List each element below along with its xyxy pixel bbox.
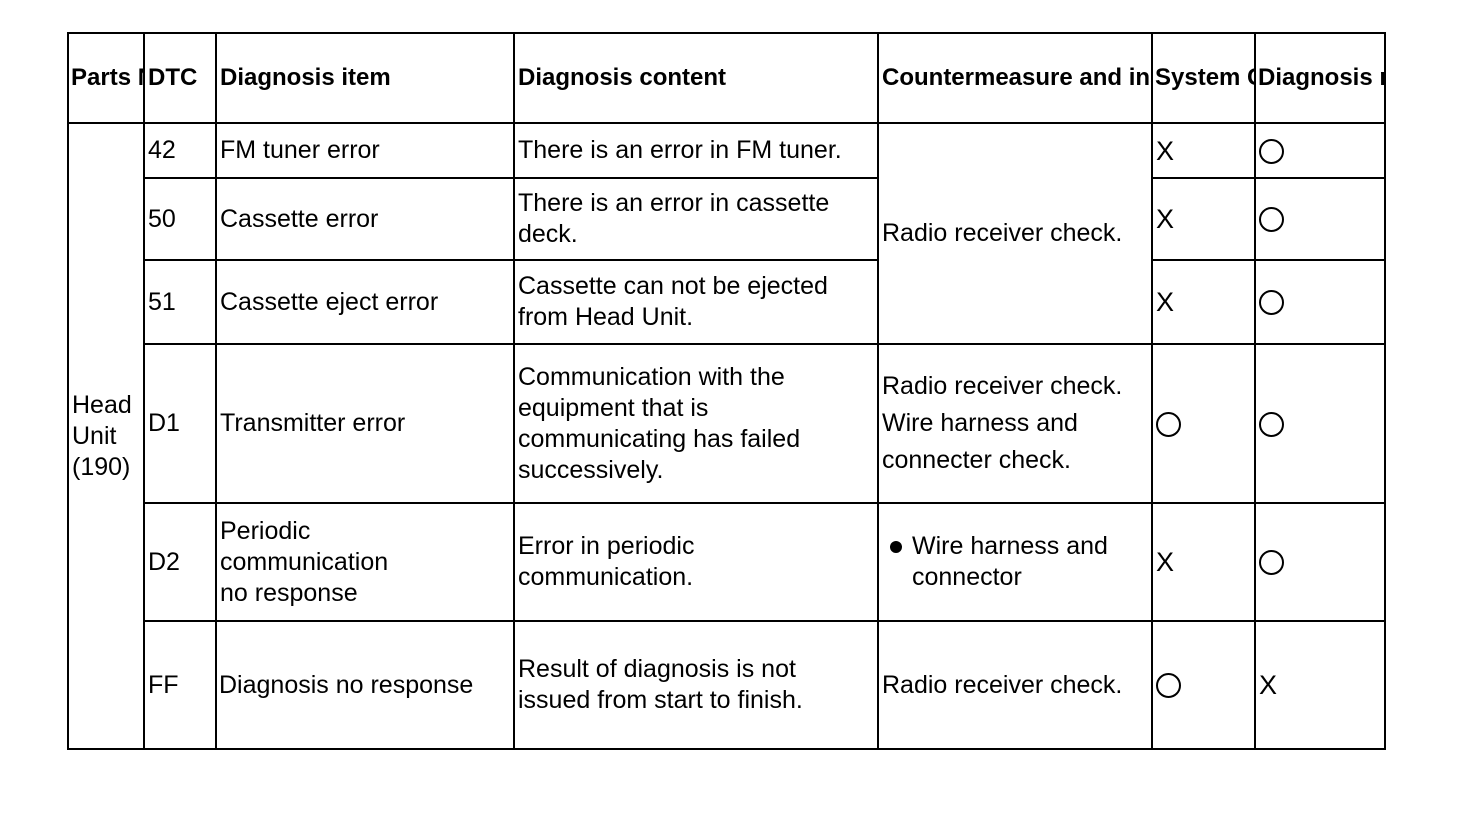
part-name-cell: Head Unit (190): [67, 122, 145, 750]
circle-mark-icon: [1259, 550, 1284, 576]
table-row: 51 Cassette eject error Cassette can not…: [68, 259, 1386, 345]
dtc-cell: D1: [143, 343, 217, 504]
diagnosis-item-cell: Cassette eject error: [215, 259, 515, 345]
table-row: 50 Cassette error There is an error in c…: [68, 177, 1386, 261]
circle-mark-icon: [1259, 290, 1284, 316]
diagnosis-memory-cell: [1254, 122, 1386, 179]
x-mark: X: [1259, 670, 1278, 701]
diagnosis-memory-cell: [1254, 502, 1386, 622]
header-diagnosis-item: Diagnosis item: [215, 32, 515, 124]
circle-mark-icon: [1156, 411, 1181, 437]
dtc-cell: 50: [143, 177, 217, 261]
table-row: FF Diagnosis no response Result of diagn…: [68, 620, 1386, 750]
diagnosis-content-cell: There is an error in FM tuner.: [513, 122, 879, 179]
diagnosis-memory-cell: [1254, 259, 1386, 345]
dtc-cell: FF: [143, 620, 217, 750]
diagnosis-memory-cell: X: [1254, 620, 1386, 750]
header-dtc: DTC: [143, 32, 217, 124]
countermeasure-text: Wire harness and connector: [912, 532, 1108, 591]
bullet-dot-icon: [890, 541, 902, 553]
table-row: D1 Transmitter error Communication with …: [68, 343, 1386, 504]
diagnosis-content-cell: Error in periodic communication.: [513, 502, 879, 622]
header-countermeasure: Countermeasure and inspected parts: [877, 32, 1153, 124]
dtc-cell: 42: [143, 122, 217, 179]
x-mark: X: [1156, 547, 1175, 578]
x-mark: X: [1156, 204, 1175, 235]
system-check-cell: X: [1151, 259, 1256, 345]
system-check-cell: [1151, 343, 1256, 504]
diagnosis-item-cell: Cassette error: [215, 177, 515, 261]
diagnosis-item-cell: Diagnosis no response: [215, 620, 515, 750]
diagnosis-item-cell: Transmitter error: [215, 343, 515, 504]
diagnosis-memory-cell: [1254, 343, 1386, 504]
circle-mark-icon: [1259, 207, 1284, 233]
header-row: Parts Name DTC Diagnosis item Diagnosis …: [67, 32, 1386, 124]
header-system-check: System Check: [1151, 32, 1256, 124]
circle-mark-icon: [1156, 673, 1181, 699]
countermeasure-cell: Radio receiver check. Wire harness and c…: [877, 343, 1153, 504]
dtc-cell: D2: [143, 502, 217, 622]
circle-mark-icon: [1259, 411, 1284, 437]
diagnosis-content-cell: Result of diagnosis is not issued from s…: [513, 620, 879, 750]
x-mark: X: [1156, 135, 1175, 166]
system-check-cell: X: [1151, 177, 1256, 261]
dtc-cell: 51: [143, 259, 217, 345]
diagnosis-content-cell: Communication with the equipment that is…: [513, 343, 879, 504]
dtc-table: Parts Name DTC Diagnosis item Diagnosis …: [67, 32, 1386, 750]
countermeasure-cell: Radio receiver check.: [877, 122, 1153, 345]
system-check-cell: X: [1151, 502, 1256, 622]
countermeasure-cell: Radio receiver check.: [877, 620, 1153, 750]
header-diagnosis-memory: Diagnosis memory: [1254, 32, 1386, 124]
diagnosis-item-cell: FM tuner error: [215, 122, 515, 179]
diagnosis-item-cell: Periodic communication no response: [215, 502, 515, 622]
system-check-cell: X: [1151, 122, 1256, 179]
table-row: D2 Periodic communication no response Er…: [68, 502, 1386, 622]
header-diagnosis-content: Diagnosis content: [513, 32, 879, 124]
diagnosis-memory-cell: [1254, 177, 1386, 261]
diagnosis-content-cell: There is an error in cassette deck.: [513, 177, 879, 261]
table-row: Head Unit (190) 42 FM tuner error There …: [67, 122, 1386, 750]
system-check-cell: [1151, 620, 1256, 750]
header-parts-name: Parts Name: [67, 32, 145, 124]
countermeasure-cell: Wire harness and connector: [877, 502, 1153, 622]
circle-mark-icon: [1259, 138, 1284, 164]
bullet-item: Wire harness and connector: [882, 531, 1148, 593]
x-mark: X: [1156, 287, 1175, 318]
diagnosis-content-cell: Cassette can not be ejected from Head Un…: [513, 259, 879, 345]
